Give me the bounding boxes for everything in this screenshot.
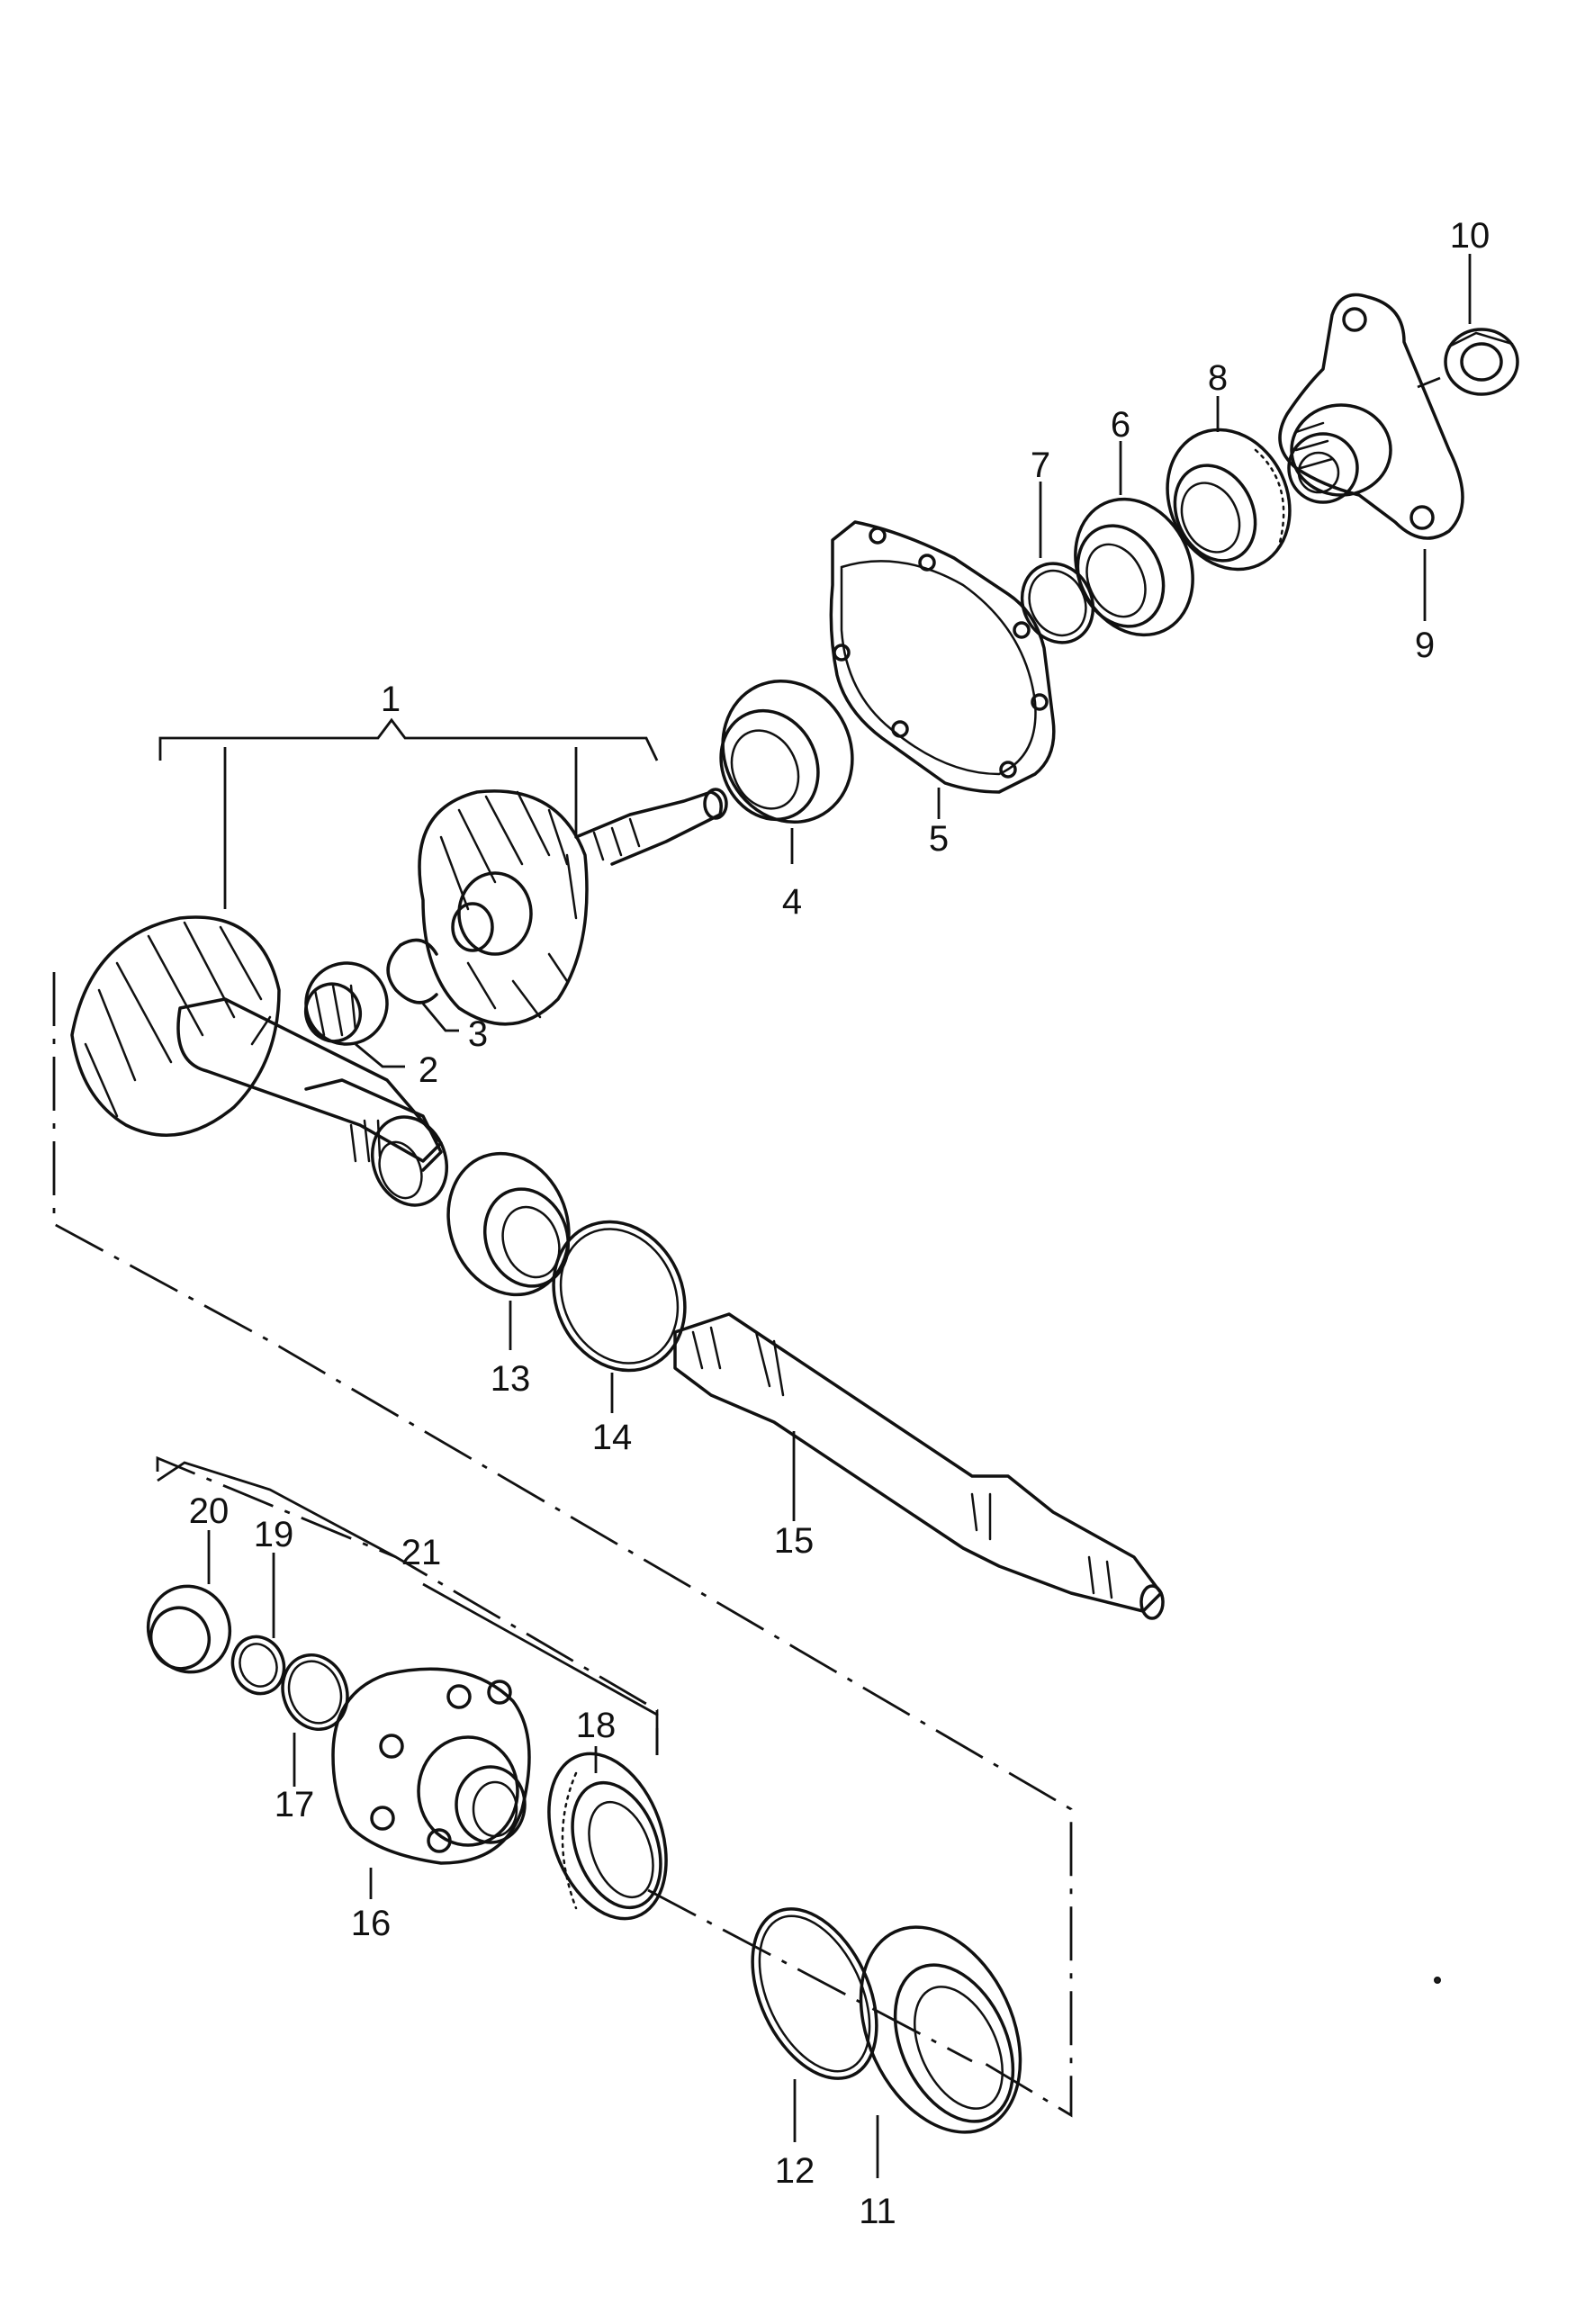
- needle-bearing: [304, 961, 405, 1068]
- callout-11: 11: [859, 2192, 896, 2231]
- tapered-roller-bearing-4: [719, 679, 854, 864]
- gasket-cover: [829, 520, 1056, 819]
- shim-ring-12: [751, 1907, 878, 2142]
- ring-17: [281, 1653, 349, 1787]
- output-shaft: [673, 1312, 1165, 1620]
- callout-6: 6: [1111, 405, 1130, 445]
- circlip-3: [386, 938, 459, 1032]
- callout-15: 15: [774, 1521, 815, 1561]
- shaft-seal-upper: [1166, 396, 1292, 572]
- speck-mark: [1434, 1977, 1441, 1984]
- crown-wheel: [70, 915, 449, 1207]
- callout-10: 10: [1450, 216, 1490, 256]
- tapered-roller-bearing-13: [446, 1151, 571, 1350]
- callout-labels: 1 2 3 4 5 6 7 8 9 10 11 12 13 14 15 16 1…: [189, 216, 1490, 2231]
- callout-14: 14: [592, 1418, 633, 1457]
- callout-3: 3: [468, 1014, 488, 1054]
- callout-7: 7: [1031, 446, 1050, 485]
- circlip-upper: [1020, 482, 1095, 644]
- hex-nut: [1444, 254, 1519, 396]
- callout-19: 19: [254, 1515, 294, 1554]
- callout-4: 4: [782, 882, 802, 922]
- shim-ring-14: [552, 1220, 687, 1413]
- callout-17: 17: [275, 1785, 315, 1824]
- callout-8: 8: [1208, 358, 1228, 398]
- cap-20: [146, 1530, 232, 1674]
- pinion-gear-upper: [418, 788, 728, 1026]
- drive-flange: [1278, 293, 1464, 621]
- output-flange: [331, 1667, 531, 1899]
- shaft-seal-lower: [547, 1746, 668, 1921]
- callout-16: 16: [351, 1904, 392, 1943]
- tapered-roller-bearing-11: [859, 1925, 1022, 2178]
- callout-20: 20: [189, 1491, 230, 1531]
- callout-5: 5: [929, 819, 949, 859]
- callout-12: 12: [775, 2151, 815, 2191]
- callout-9: 9: [1415, 626, 1435, 665]
- bracket-item-21: [157, 1461, 659, 1755]
- callout-18: 18: [576, 1706, 617, 1745]
- assembly-axis-upper: [52, 972, 1073, 2118]
- bracket-item-1: [158, 717, 659, 909]
- callout-1: 1: [381, 680, 401, 719]
- circlip-19: [230, 1553, 286, 1696]
- callout-21: 21: [401, 1533, 442, 1572]
- callout-13: 13: [491, 1359, 531, 1399]
- callout-2: 2: [419, 1050, 438, 1090]
